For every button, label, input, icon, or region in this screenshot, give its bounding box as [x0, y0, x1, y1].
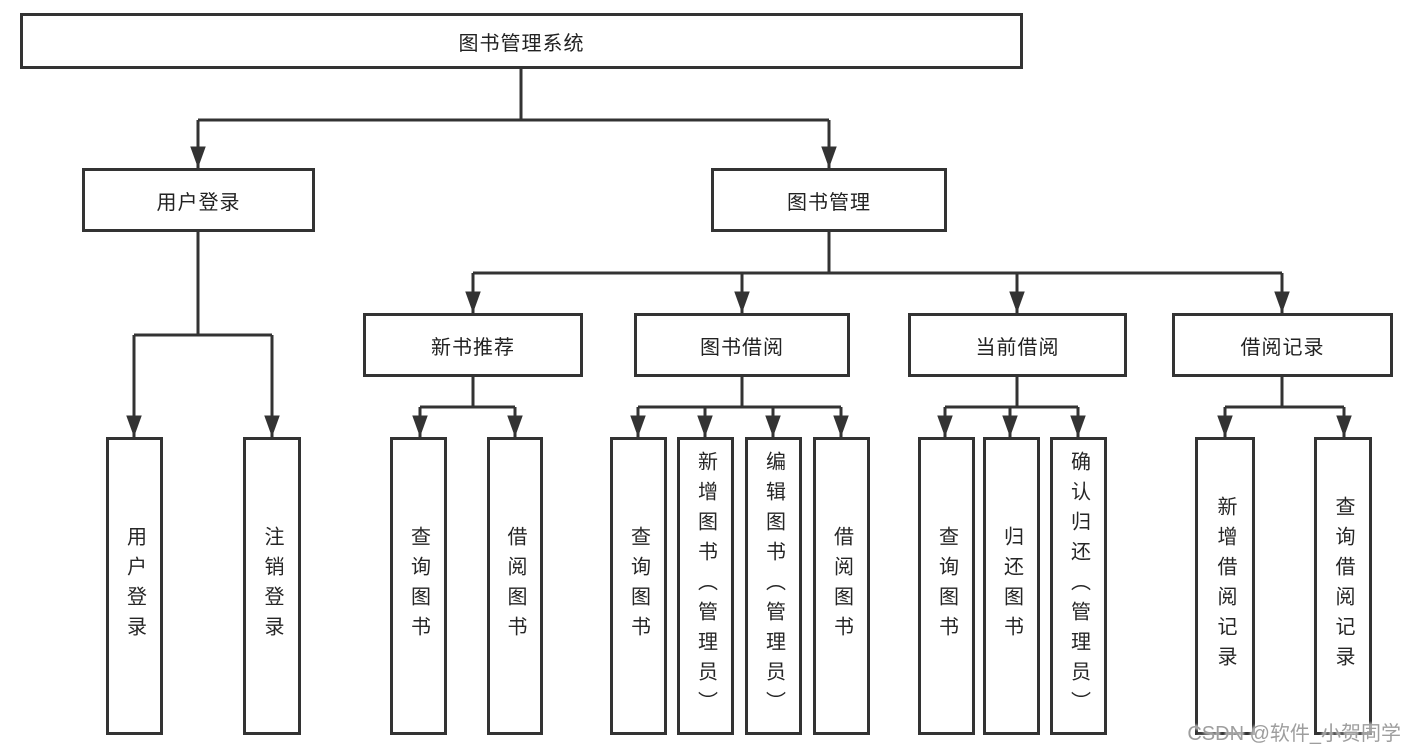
leaf-current-query-books: 查询图书 [918, 437, 975, 735]
leaf-borrow-add-books-admin: 新增图书（管理员） [677, 437, 734, 735]
node-new-book-recommend: 新书推荐 [363, 313, 583, 377]
leaf-recommend-borrow-books: 借阅图书 [487, 437, 543, 735]
leaf-borrow-borrow-books-label: 借阅图书 [830, 526, 853, 646]
leaf-user-login: 用户登录 [106, 437, 163, 735]
connector-borrow-records-group [1225, 377, 1344, 409]
leaf-borrow-add-books-admin-label: 新增图书（管理员） [694, 451, 717, 721]
leaf-borrow-edit-books-admin-label: 编辑图书（管理员） [762, 451, 785, 721]
node-user-login-label: 用户登录 [156, 191, 241, 214]
leaf-borrow-borrow-books: 借阅图书 [813, 437, 870, 735]
connector-new-book-recommend-group [420, 377, 515, 409]
connector-book-management-to-level3 [473, 232, 1282, 275]
node-book-management: 图书管理 [711, 168, 947, 232]
node-current-borrow: 当前借阅 [908, 313, 1127, 377]
leaf-borrow-query-books: 查询图书 [610, 437, 667, 735]
leaf-records-add-borrow-record: 新增借阅记录 [1195, 437, 1255, 735]
node-book-borrow: 图书借阅 [634, 313, 850, 377]
leaf-logout: 注销登录 [243, 437, 301, 735]
leaf-recommend-query-books: 查询图书 [390, 437, 447, 735]
leaf-current-confirm-return-admin: 确认归还（管理员） [1050, 437, 1107, 735]
leaf-current-query-books-label: 查询图书 [935, 526, 958, 646]
connector-user-login-to-leaves [134, 232, 272, 337]
leaf-user-login-label: 用户登录 [123, 526, 146, 646]
leaf-recommend-borrow-books-label: 借阅图书 [504, 526, 526, 646]
leaf-current-return-books: 归还图书 [983, 437, 1040, 735]
leaf-records-query-borrow-record: 查询借阅记录 [1314, 437, 1372, 735]
node-current-borrow-label: 当前借阅 [975, 336, 1060, 359]
connector-current-borrow-group [945, 377, 1078, 409]
connector-root-to-level2 [198, 69, 829, 122]
leaf-current-return-books-label: 归还图书 [1000, 526, 1023, 646]
leaf-records-query-borrow-record-label: 查询借阅记录 [1332, 496, 1354, 676]
leaf-borrow-edit-books-admin: 编辑图书（管理员） [745, 437, 802, 735]
leaf-records-add-borrow-record-label: 新增借阅记录 [1214, 496, 1236, 676]
connector-book-borrow-group [638, 377, 841, 409]
leaf-logout-label: 注销登录 [261, 526, 283, 646]
node-library-management-system-label: 图书管理系统 [458, 32, 585, 55]
node-library-management-system: 图书管理系统 [20, 13, 1023, 69]
leaf-recommend-query-books-label: 查询图书 [407, 526, 430, 646]
node-book-borrow-label: 图书借阅 [700, 336, 784, 359]
leaf-borrow-query-books-label: 查询图书 [627, 526, 650, 646]
watermark: CSDN @软件_小贺同学 [1187, 723, 1401, 745]
node-borrow-records: 借阅记录 [1172, 313, 1393, 377]
node-user-login: 用户登录 [82, 168, 315, 232]
node-book-management-label: 图书管理 [787, 191, 871, 214]
node-borrow-records-label: 借阅记录 [1240, 336, 1325, 359]
leaf-current-confirm-return-admin-label: 确认归还（管理员） [1067, 451, 1090, 721]
node-new-book-recommend-label: 新书推荐 [431, 336, 515, 359]
